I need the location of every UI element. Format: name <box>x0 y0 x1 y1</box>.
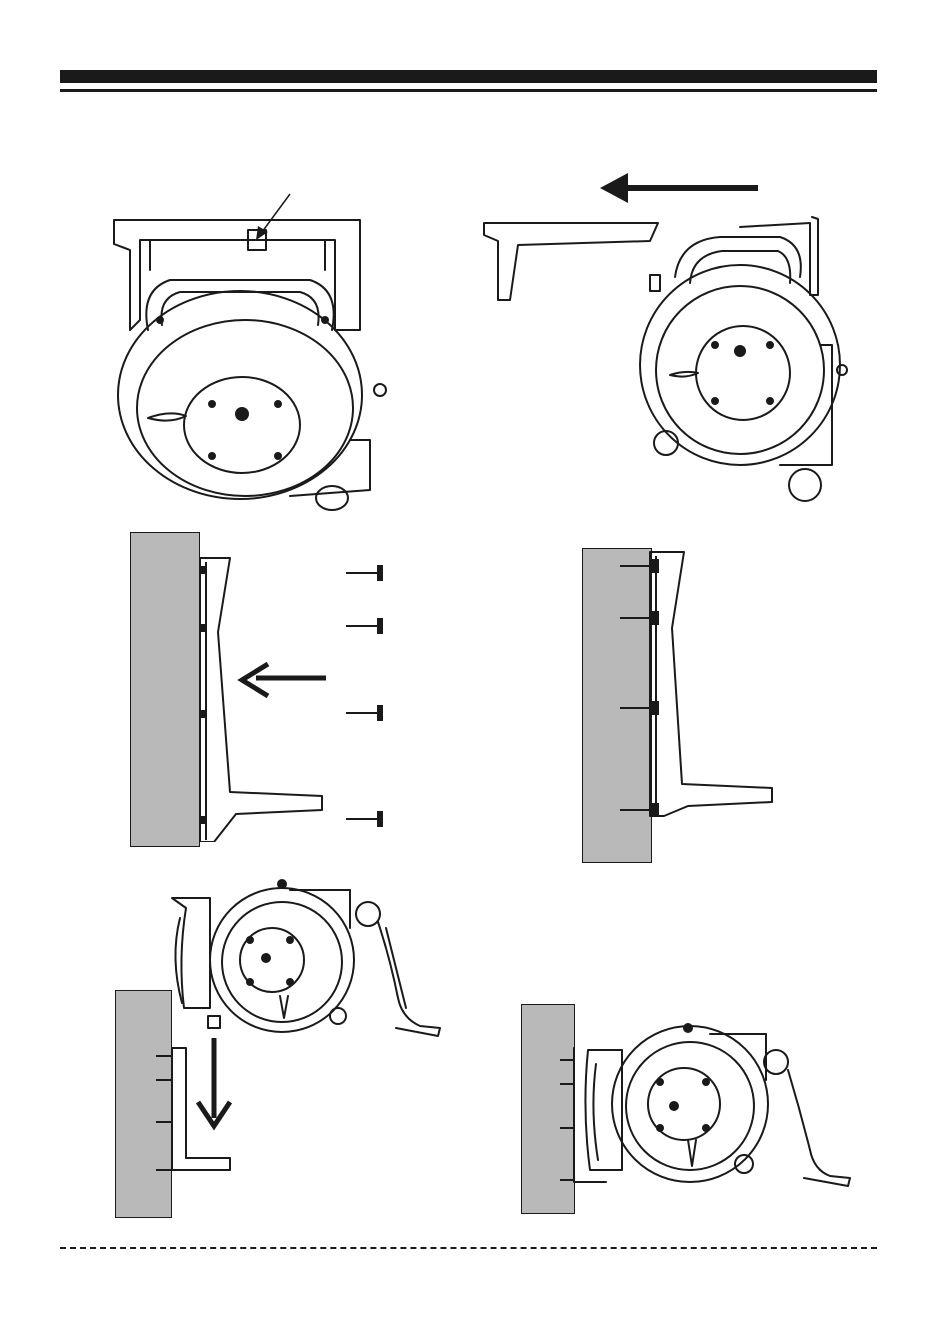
pointer-arrow-icon <box>256 194 290 240</box>
detached-bracket <box>484 223 658 300</box>
screw-icon <box>156 1056 172 1170</box>
left-arrow-icon <box>600 173 758 203</box>
header-bar <box>60 70 877 83</box>
wall-bracket <box>200 558 322 842</box>
step-3-figure <box>196 552 396 842</box>
down-arrow-icon <box>198 1038 230 1126</box>
step-1-figure <box>100 180 400 520</box>
step-6-figure <box>560 1020 860 1210</box>
screw-icon <box>620 560 658 816</box>
step-4-figure <box>620 548 780 818</box>
left-arrow-icon <box>242 664 326 696</box>
footer-rule <box>60 1247 877 1249</box>
wall-bracket <box>114 220 360 330</box>
wall-section <box>130 532 200 847</box>
header-rule <box>60 89 877 92</box>
step-5-figure <box>150 878 450 1178</box>
screw-icon <box>346 566 382 826</box>
wall-bracket <box>650 552 772 816</box>
screw-icon <box>560 1060 574 1180</box>
step-2-figure <box>470 165 860 510</box>
